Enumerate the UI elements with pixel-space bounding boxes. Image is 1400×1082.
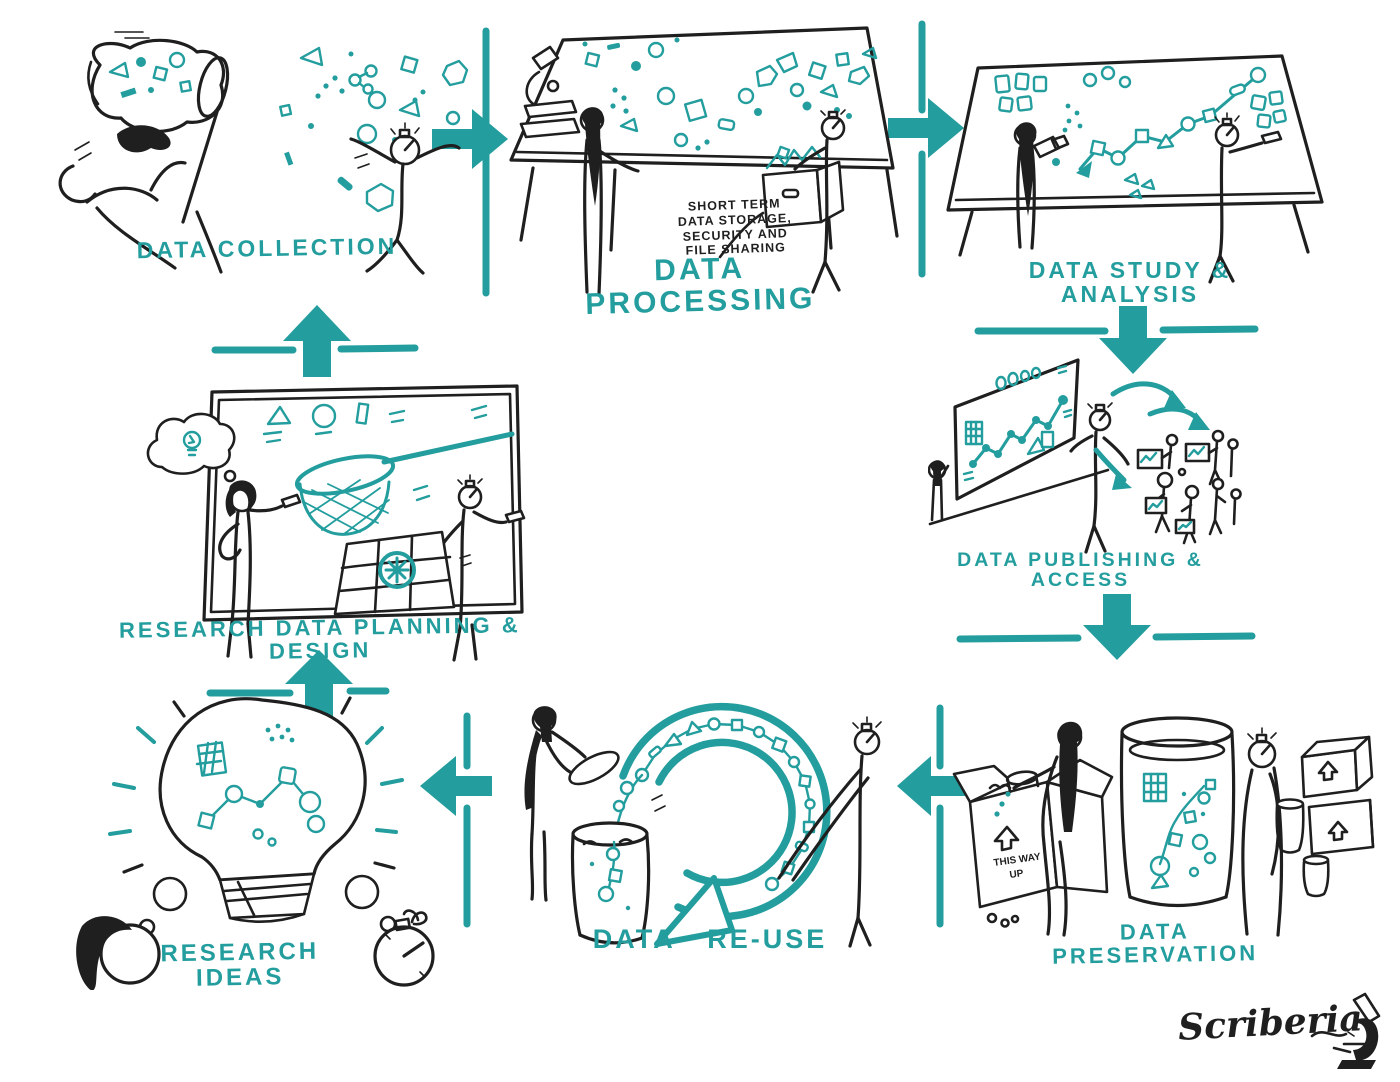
arrow-planning-to-collection <box>211 305 419 377</box>
audience-figures <box>1136 429 1242 545</box>
arrow-preservation-to-reuse <box>897 704 971 928</box>
processing-note: SHORT TERM DATA STORAGE, SECURITY AND FI… <box>654 195 816 260</box>
scene-data-preservation: THIS WAY UP <box>952 716 1375 937</box>
presentation-board <box>953 358 1080 501</box>
presenter-figure <box>1069 402 1130 554</box>
arrow-publishing-to-preservation <box>956 594 1256 660</box>
microscope-icon <box>519 45 581 139</box>
board-sketches <box>262 402 515 536</box>
sticky-notes <box>994 65 1287 133</box>
lightbulb-icon <box>158 697 367 923</box>
planner-figure <box>218 480 302 659</box>
reuse-cycle-arrow <box>619 702 831 947</box>
pouring-figure <box>524 706 620 902</box>
stage-label-planning: RESEARCH DATA PLANNING & DESIGN <box>118 612 521 664</box>
arrow-reuse-to-ideas <box>420 712 492 928</box>
map-with-compass <box>333 530 472 616</box>
signature-microscope-icon <box>1310 992 1381 1069</box>
stage-label-reuse: DATA RE-USE <box>592 924 828 954</box>
analysis-board <box>946 54 1324 257</box>
stage-label-processing: DATA PROCESSING <box>584 251 816 321</box>
catcher-figure <box>349 122 461 275</box>
butterfly-net-icon <box>87 31 230 224</box>
arrow-study-to-publishing <box>974 306 1259 374</box>
arrow-collection-to-processing <box>432 27 508 297</box>
inspecting-researcher-figure <box>1013 122 1070 250</box>
stage-label-collection: DATA COLLECTION <box>136 232 398 264</box>
board-holder-figure <box>928 460 950 522</box>
annotating-figure <box>1208 112 1283 284</box>
storage-box-figure <box>761 109 846 294</box>
archiving-figure <box>1012 721 1083 937</box>
pulling-figure <box>777 716 882 948</box>
table <box>509 26 899 252</box>
preservation-jar <box>1119 716 1236 908</box>
scene-data-study <box>946 54 1324 284</box>
stage-label-study: DATA STUDY & ANALYSIS <box>1028 257 1232 308</box>
table-data-shapes <box>582 37 878 151</box>
researcher-with-net-figure <box>58 125 223 274</box>
molecule-shape <box>348 64 378 95</box>
thinker-head <box>76 916 161 990</box>
scene-data-reuse <box>524 702 882 948</box>
idea-rays <box>108 696 404 874</box>
jar-data-shapes <box>1142 772 1217 890</box>
stage-label-ideas: RESEARCH IDEAS <box>160 937 320 992</box>
rising-data-chain <box>1076 66 1267 200</box>
scene-data-publishing <box>928 358 1242 554</box>
arrow-ideas-to-planning <box>206 650 390 719</box>
box-label-line2: UP <box>1009 868 1025 881</box>
stage-label-preservation: DATA PRESERVATION <box>1052 918 1259 969</box>
scene-research-ideas <box>76 696 435 990</box>
net-data-shapes <box>108 51 192 99</box>
floating-data-shapes <box>279 46 469 213</box>
distribution-arrows <box>1093 381 1210 490</box>
scene-data-collection <box>58 31 469 275</box>
scene-data-processing <box>509 26 899 296</box>
analyst-figure <box>579 107 640 296</box>
arrow-processing-to-study <box>888 20 964 278</box>
thought-cloud <box>146 412 244 491</box>
stacked-boxes <box>1275 735 1375 898</box>
observer-figure <box>1241 727 1284 937</box>
note-leader-line <box>718 211 765 259</box>
open-shipping-box: THIS WAY UP <box>952 758 1114 928</box>
stage-label-publishing: DATA PUBLISHING & ACCESS <box>957 549 1204 592</box>
scene-research-planning <box>146 384 526 662</box>
floor-line <box>928 468 1110 526</box>
reuse-jar <box>570 794 666 945</box>
bulb-data-shapes <box>195 723 326 847</box>
stopwatch-icon <box>373 909 435 987</box>
board-chart <box>962 364 1073 482</box>
